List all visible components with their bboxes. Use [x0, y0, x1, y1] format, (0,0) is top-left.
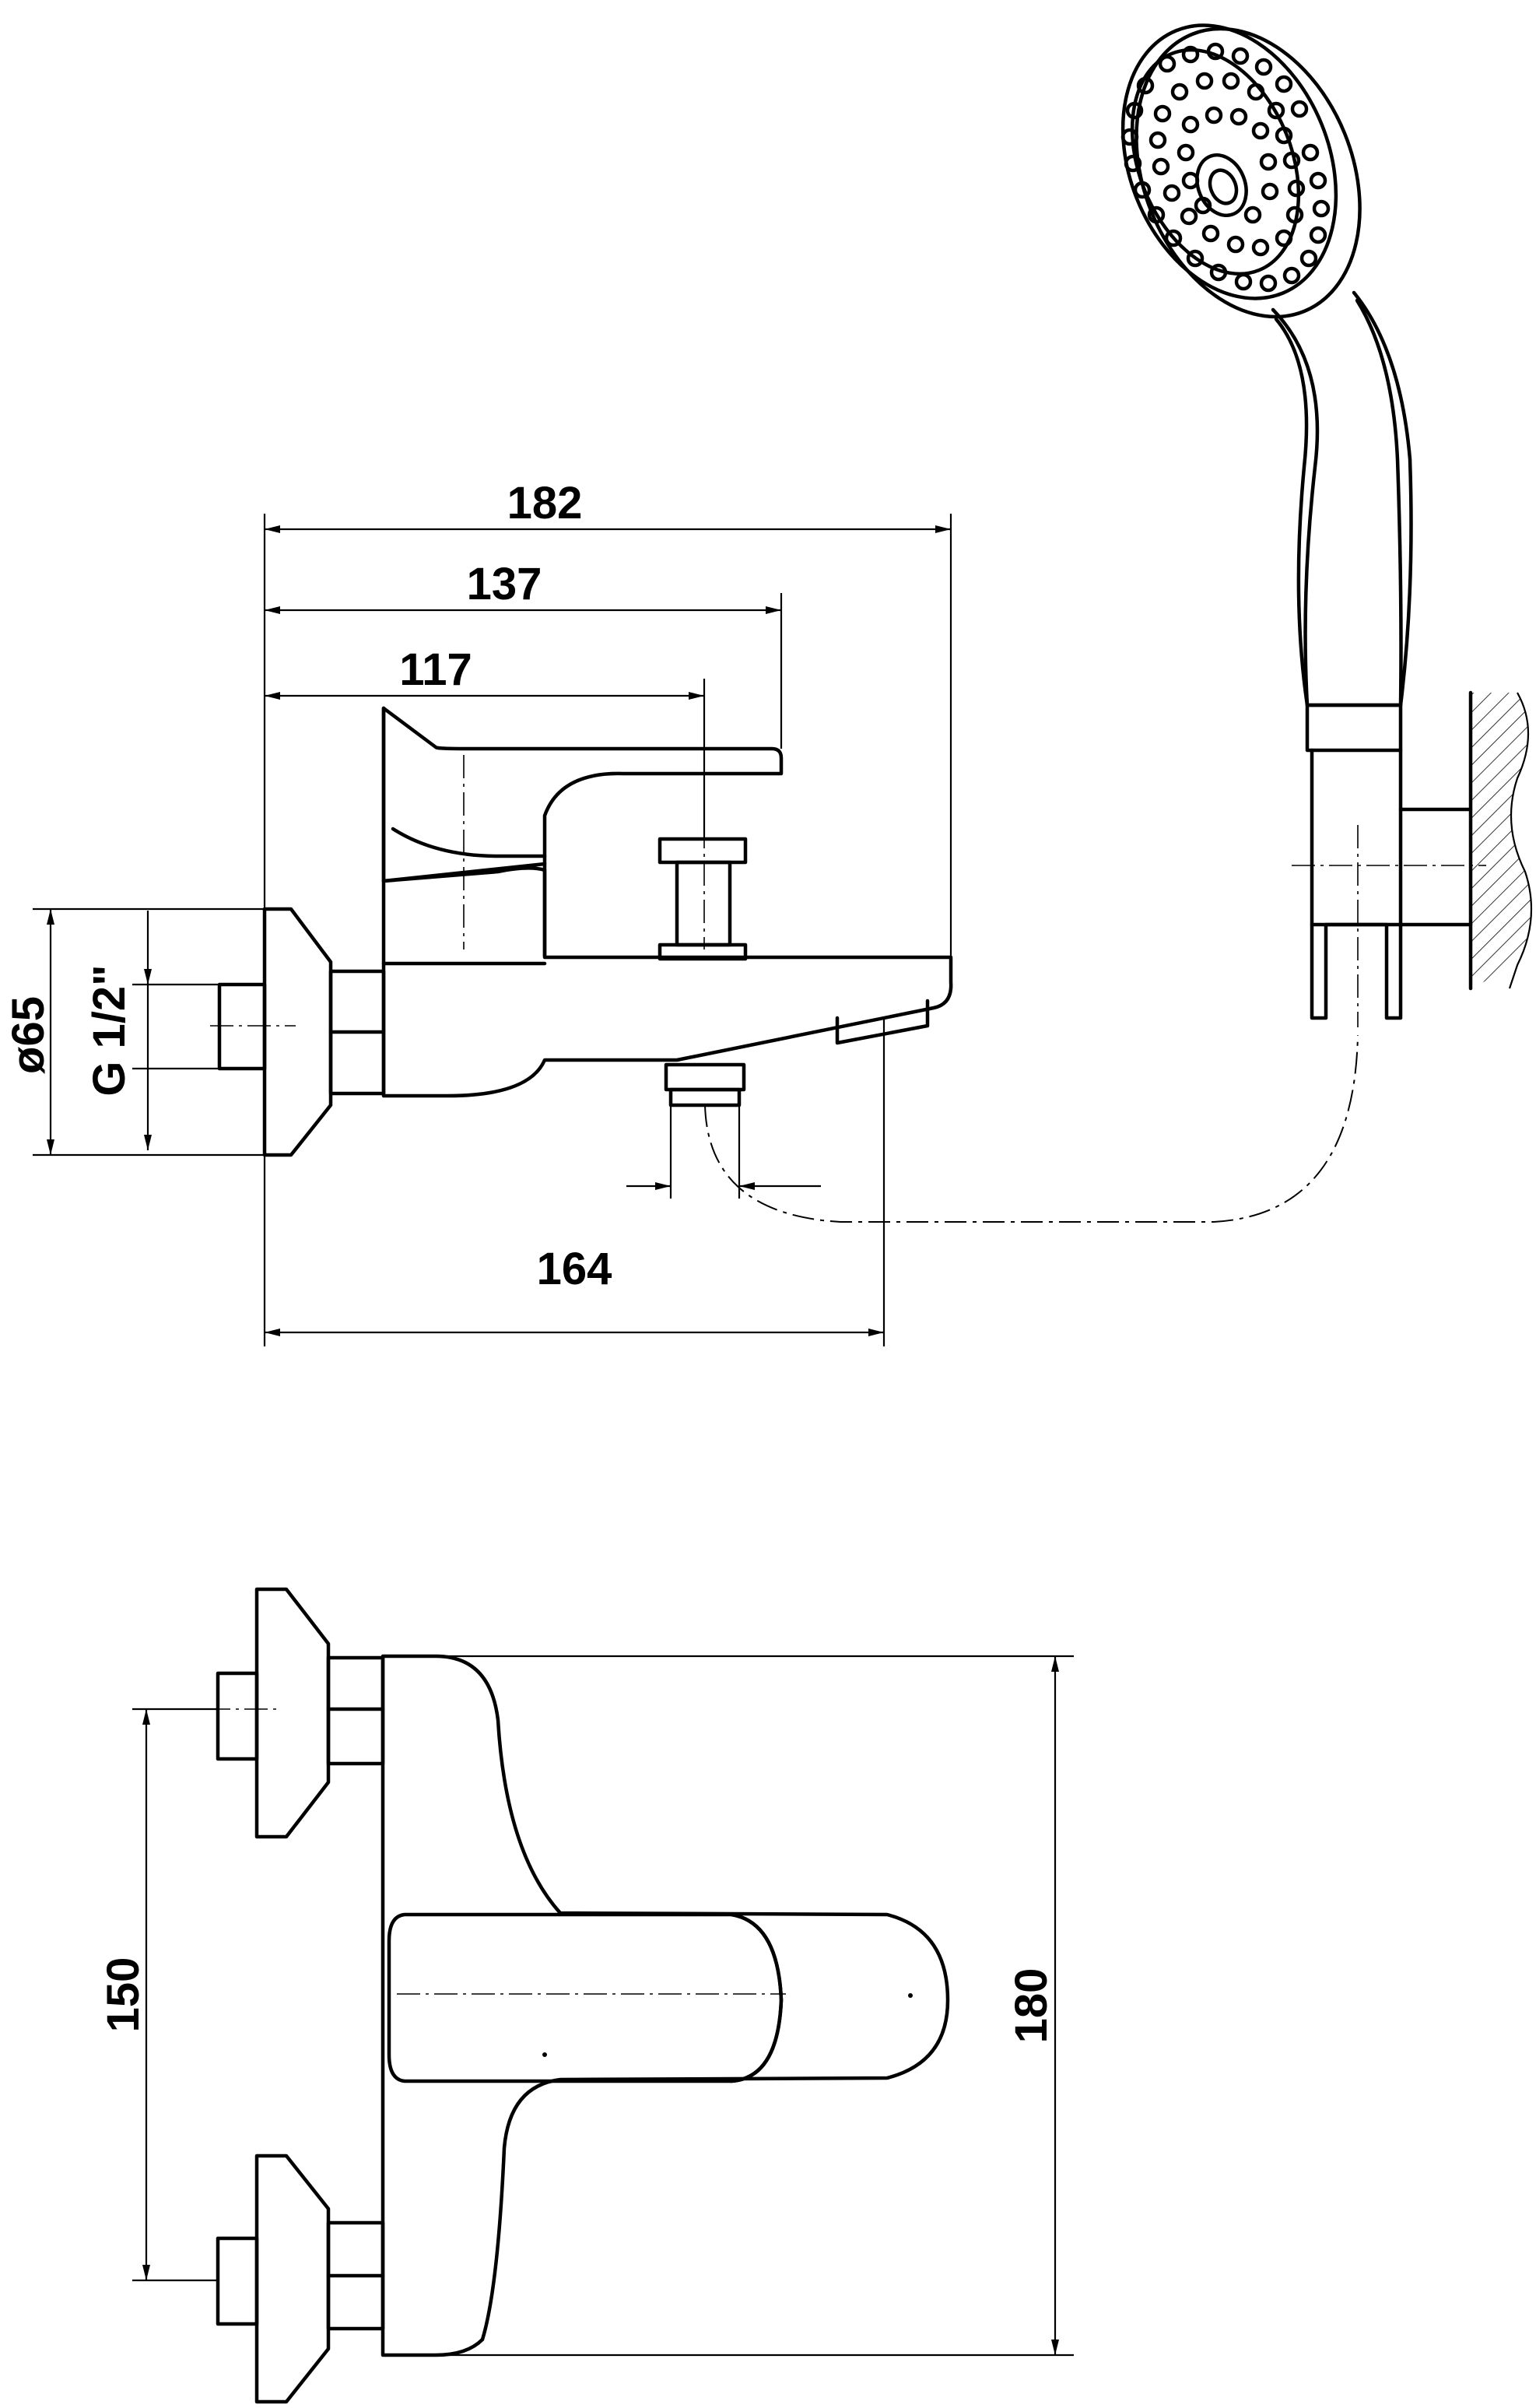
dim-flange-diameter: ø65 — [3, 996, 54, 1074]
dim-thread-size: G 1/2" — [84, 964, 135, 1096]
shower-handle — [1271, 290, 1413, 707]
inlet-nut — [217, 982, 267, 1071]
aerator — [835, 999, 930, 1045]
shower-holder — [1310, 748, 1403, 1020]
dim-inlet-spacing: 150 — [98, 1957, 149, 2033]
hand-shower — [1120, 23, 1533, 1027]
shower-head — [1120, 23, 1338, 300]
shower-hose — [704, 1034, 1359, 1223]
dim-overall-height: 180 — [1006, 1968, 1057, 2044]
dim-spout-projection: 164 — [537, 1244, 612, 1294]
dim-lever-length: 137 — [467, 559, 542, 609]
shower-outlet — [664, 1062, 746, 1092]
top-view: 180 150 — [98, 1587, 1074, 2404]
shower-center-nozzle — [1195, 153, 1248, 218]
mixer-body — [381, 866, 953, 1098]
dim-overall-length: 182 — [507, 478, 583, 528]
wall-flange — [262, 907, 333, 1157]
lever-handle — [381, 706, 784, 883]
shower-spray-holes — [1120, 42, 1331, 293]
side-view: ø65 G 1/2" 182 137 117 164 — [3, 478, 1359, 1346]
lever-top — [387, 1912, 784, 2083]
upper-flange — [254, 1587, 331, 1839]
diverter-knob — [658, 837, 748, 865]
dim-diverter-position: 117 — [399, 644, 472, 695]
lower-flange — [254, 2154, 331, 2404]
shower-handle-collar — [1305, 703, 1403, 753]
mixer-body-top — [380, 1654, 950, 2357]
wall-section — [1471, 693, 1531, 988]
